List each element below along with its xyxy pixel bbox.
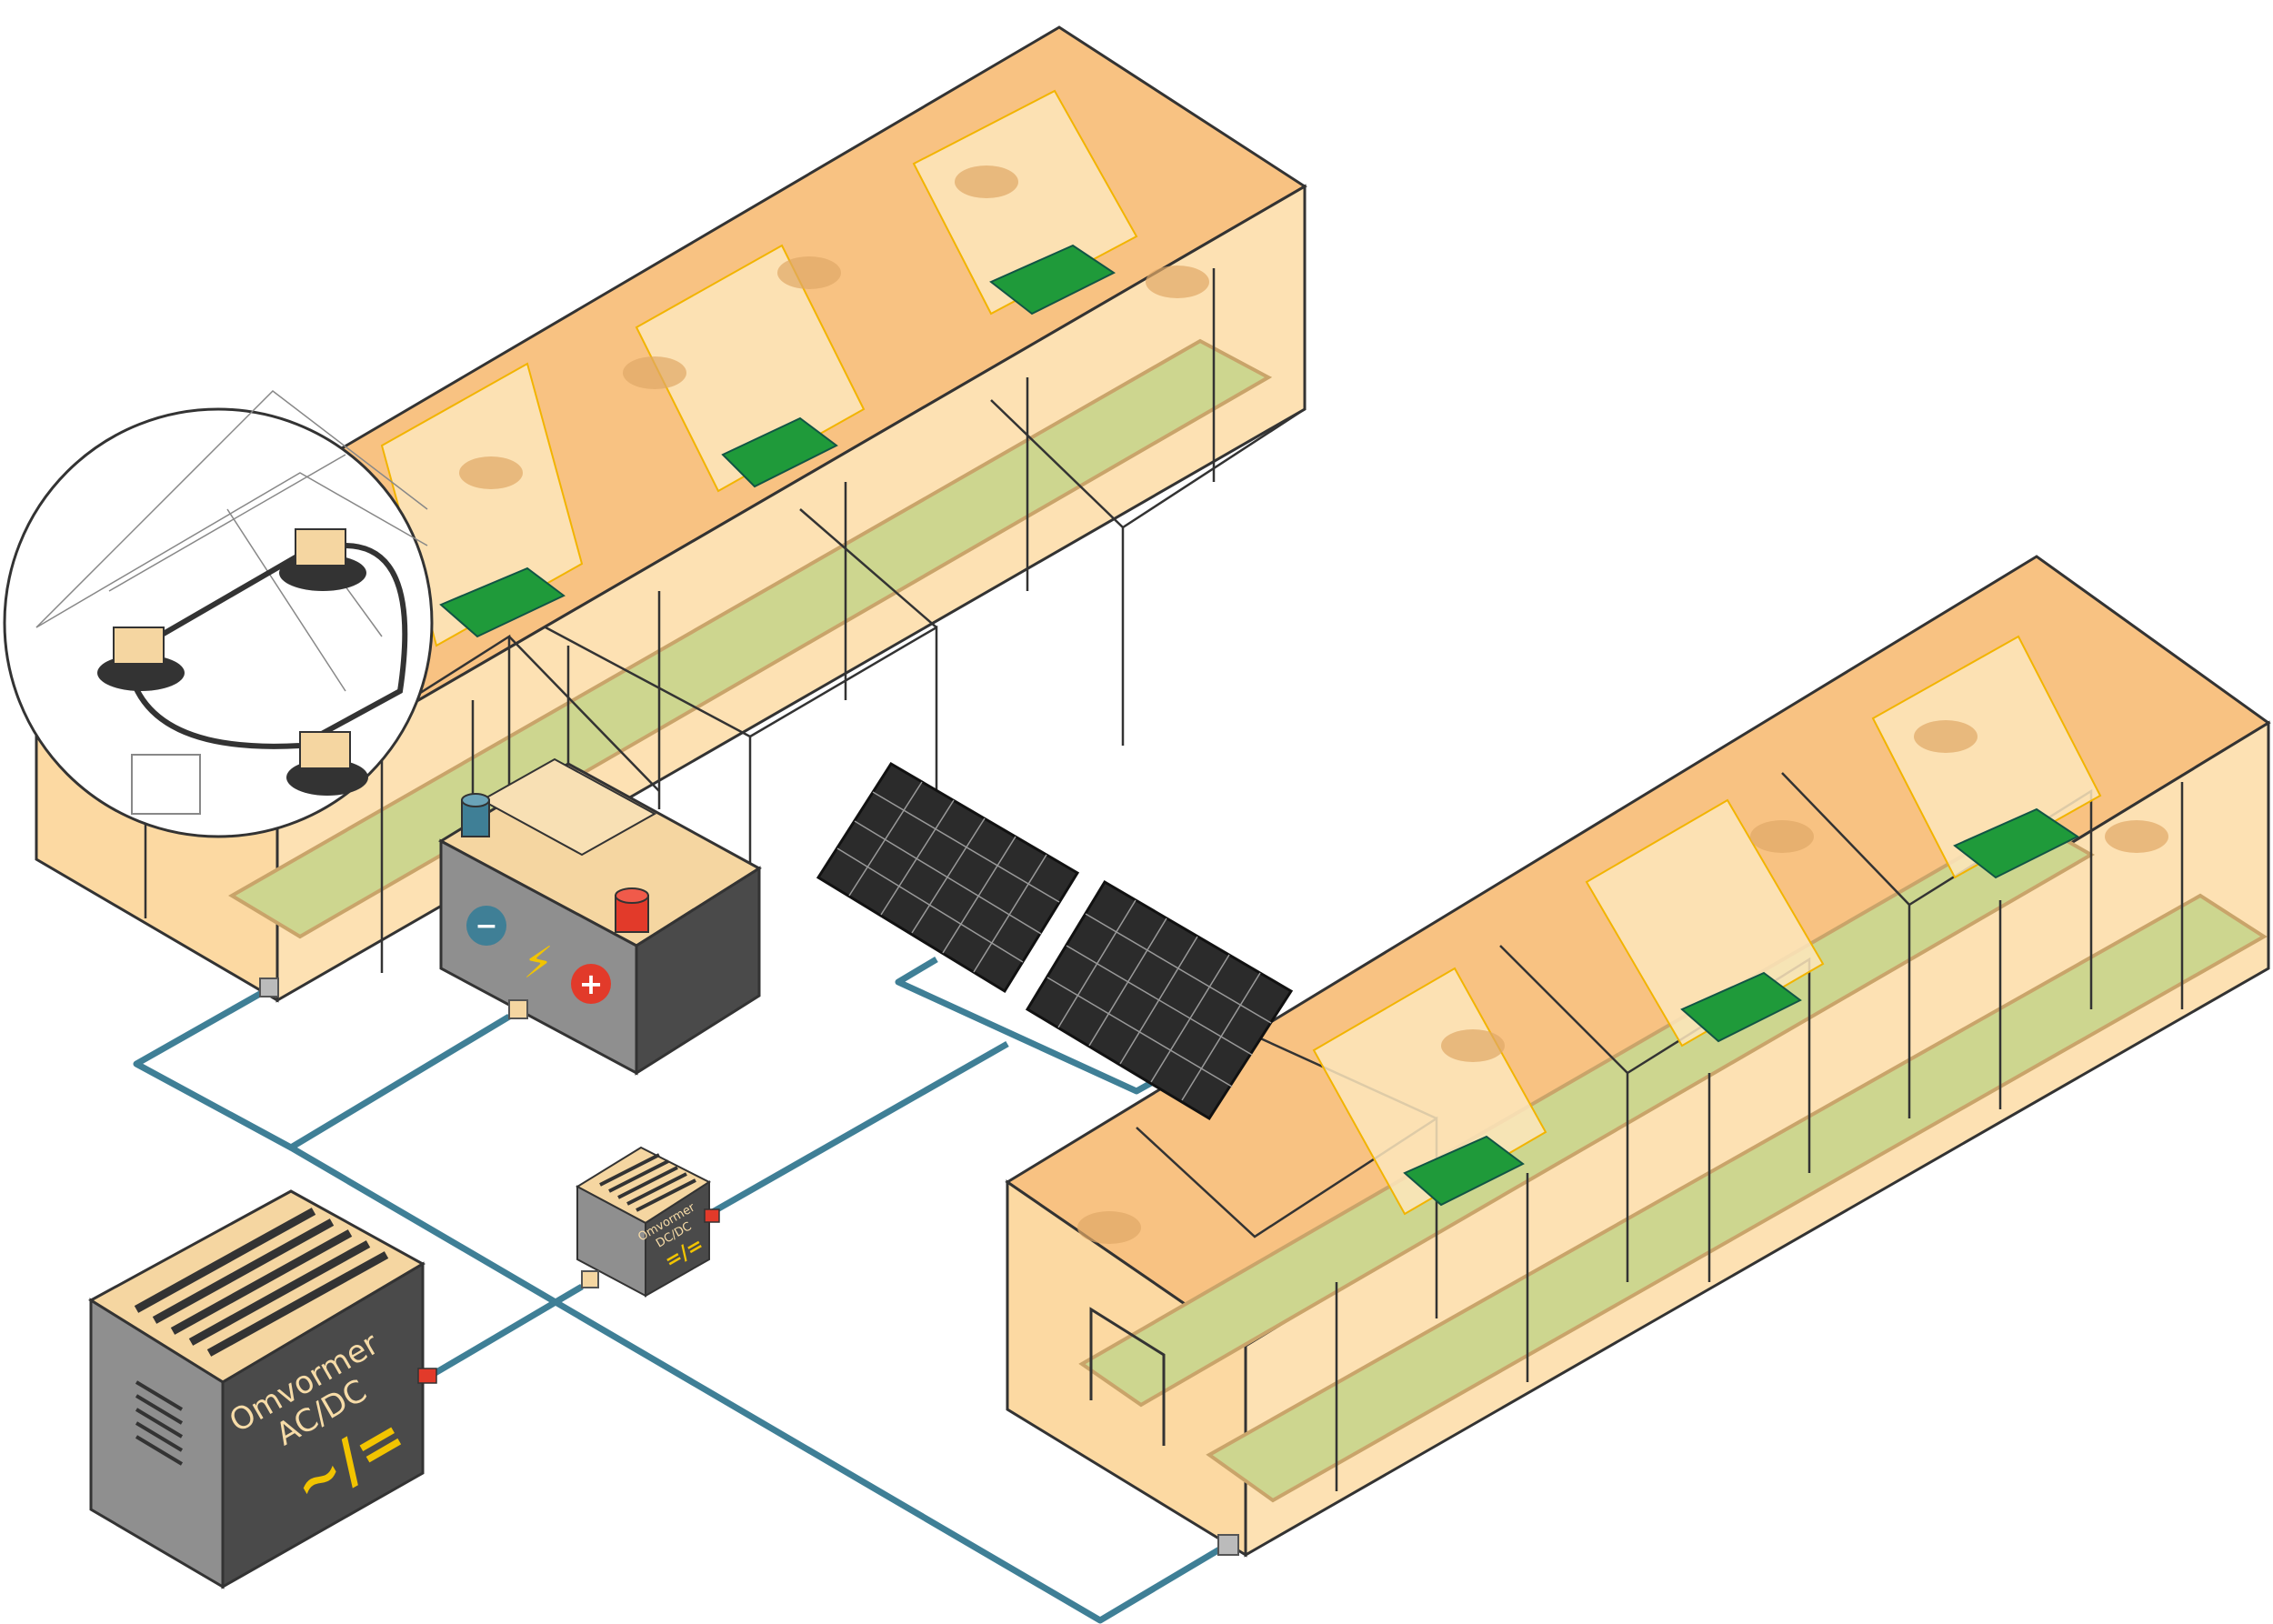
battery-plus-label: + — [579, 967, 604, 1001]
green-sensor-board — [439, 566, 566, 638]
acdc-side-vents — [135, 1380, 184, 1466]
zoom-door — [131, 754, 201, 815]
converter-dc-dc: Omvormer DC/DC =/= — [575, 1146, 720, 1298]
green-sensor-board — [1953, 807, 2079, 879]
battery-terminal-negative — [461, 793, 490, 837]
solar-panel-left — [816, 761, 1080, 994]
battery-lid-block — [479, 757, 657, 857]
greenhouse-right-door — [1089, 1307, 1166, 1446]
dcdc-side — [645, 1180, 710, 1298]
plus-icon — [571, 964, 611, 1004]
greenhouse-left-connector — [259, 977, 279, 997]
acdc-side — [221, 1261, 425, 1589]
zoom-detail-circle — [3, 390, 434, 838]
robot-shadow — [459, 456, 523, 489]
cable-solar-loop — [895, 956, 1161, 1095]
acdc-vent-stripes — [134, 1208, 389, 1357]
bolt-icon: ⚡ — [523, 937, 554, 988]
robot-shadow — [1914, 720, 1978, 753]
robot-shadow — [623, 356, 686, 389]
zoom-rail-track — [124, 543, 408, 749]
greenhouse-right-modules — [1077, 635, 2168, 1244]
greenhouse-right-connector — [1217, 1534, 1239, 1556]
battery-terminal-positive — [615, 887, 649, 933]
green-sensor-board — [1403, 1135, 1525, 1207]
robot-shadow — [1750, 820, 1814, 853]
solar-panels — [816, 761, 1294, 1121]
robot-shadow — [1146, 266, 1209, 298]
cable-greenhouse-left — [133, 983, 511, 1151]
greenhouse-left-plant-bed — [228, 338, 1273, 939]
cable-main-diagonal — [289, 1144, 1227, 1624]
greenhouse-left-modules — [380, 89, 1209, 647]
robot-shadow — [777, 256, 841, 289]
zoom-robot — [97, 627, 185, 691]
green-sensor-board — [721, 416, 838, 488]
converter-ac-dc: Omvormer AC/DC ~/= — [88, 1189, 437, 1589]
zoom-robot — [286, 731, 368, 796]
battery-minus-label: − — [475, 910, 497, 942]
cable-dcdc-to-solar — [707, 1040, 1009, 1218]
battery-side — [635, 866, 761, 1076]
robot-shadow — [1077, 1211, 1141, 1244]
dcdc-vent-stripes — [599, 1153, 696, 1212]
robot-shadow — [955, 165, 1018, 198]
acdc-connector-red — [417, 1368, 437, 1384]
cable-acdc-to-dcdc — [426, 1283, 584, 1381]
robot-shadow — [2105, 820, 2168, 853]
dcdc-connector — [581, 1270, 599, 1288]
green-sensor-board — [1680, 971, 1802, 1043]
robot-shadow — [1441, 1029, 1505, 1062]
cable-network — [133, 956, 1227, 1624]
battery: − ⚡ + — [437, 757, 762, 1076]
solar-panel-right — [1025, 879, 1294, 1121]
minus-icon — [466, 906, 506, 946]
battery-connector — [508, 999, 528, 1019]
dcdc-connector-red — [704, 1208, 720, 1223]
green-sensor-board — [989, 244, 1116, 316]
greenhouse-right — [1005, 555, 2271, 1558]
zoom-robot — [279, 528, 366, 591]
